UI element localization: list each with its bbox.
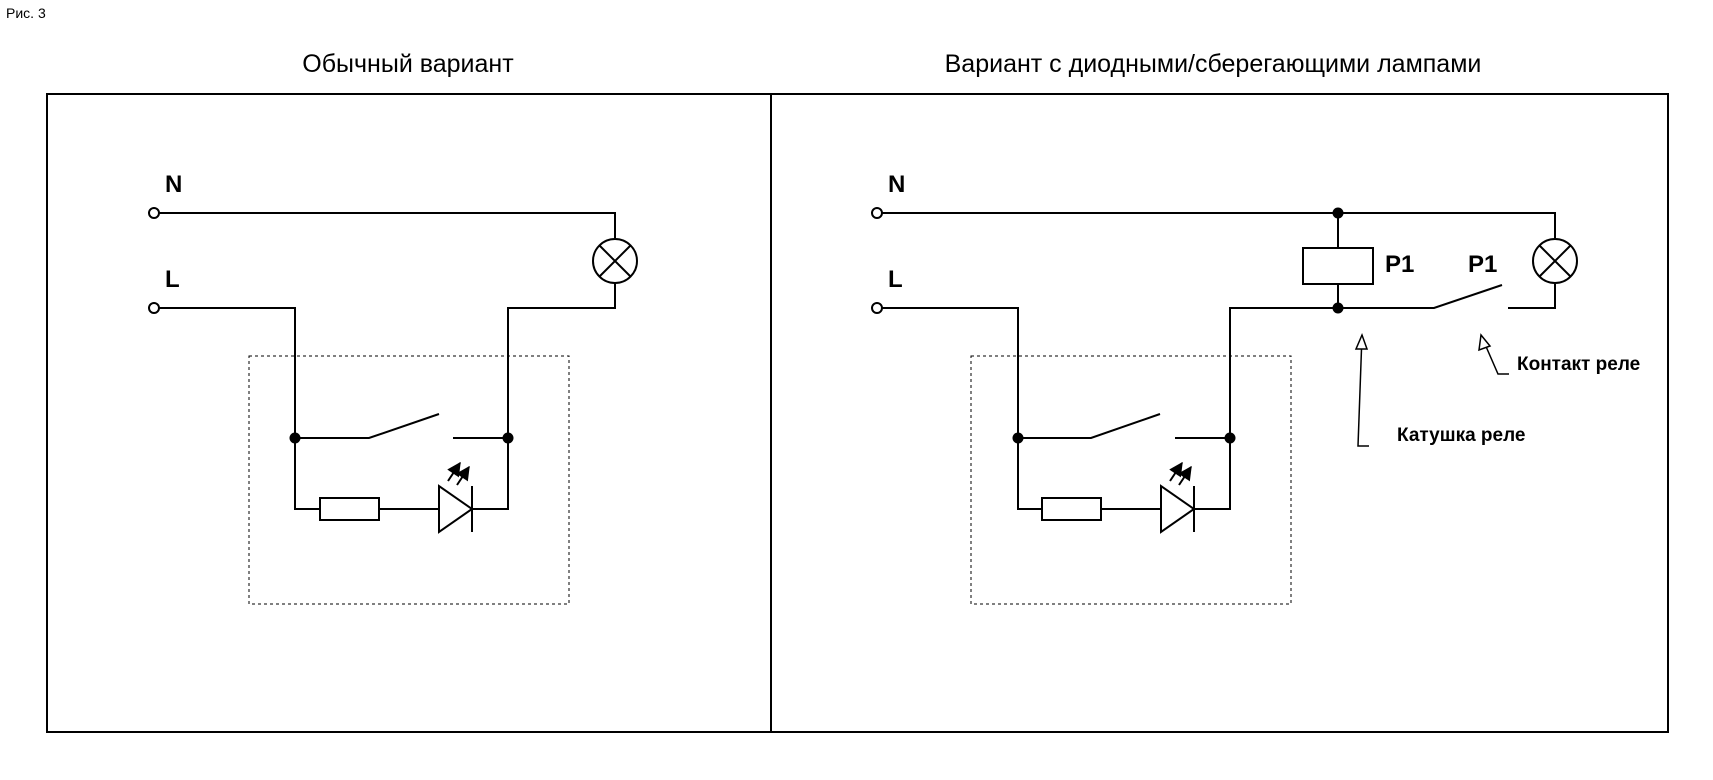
coil-annotation: Катушка реле	[1397, 425, 1526, 446]
switch-enclosure	[970, 355, 1292, 605]
indicator-wire	[1194, 438, 1231, 510]
relay-contact-label: P1	[1468, 251, 1497, 278]
terminal-n-label: N	[165, 171, 182, 198]
line-wire	[882, 307, 1019, 438]
terminal-l-label: L	[888, 266, 903, 293]
indicator-wire	[1017, 438, 1042, 510]
contact-annotation: Контакт реле	[1517, 354, 1640, 375]
lamp-return-wire	[507, 283, 616, 438]
contact-pointer-arrow-icon	[1478, 333, 1509, 375]
switch-blade	[1018, 413, 1161, 439]
right-panel-title: Вариант с диодными/сберегающими лампами	[945, 50, 1482, 78]
switch-enclosure	[248, 355, 570, 605]
figure-label: Рис. 3	[6, 5, 46, 21]
relay-coil-label: P1	[1385, 251, 1414, 278]
terminal-n	[148, 207, 160, 219]
terminal-n	[871, 207, 883, 219]
terminal-l	[148, 302, 160, 314]
indicator-wire	[472, 438, 509, 510]
left-circuit: N L	[148, 171, 638, 605]
resistor-icon	[1041, 497, 1102, 521]
resistor-icon	[319, 497, 380, 521]
relay-contact-blade	[1338, 284, 1503, 309]
terminal-l-label: L	[165, 266, 180, 293]
right-circuit: N L P1 P1	[871, 171, 1640, 605]
line-wire	[159, 307, 296, 438]
neutral-wire	[882, 212, 1556, 238]
lamp-icon	[1532, 238, 1578, 284]
switch-return-wire	[1229, 307, 1338, 438]
terminal-n-label: N	[888, 171, 905, 198]
relay-coil-icon	[1302, 247, 1374, 285]
left-panel-title: Обычный вариант	[302, 50, 514, 78]
neutral-wire	[159, 212, 616, 238]
right-panel-frame	[770, 93, 1669, 733]
terminal-l	[871, 302, 883, 314]
coil-pointer-arrow-icon	[1354, 332, 1369, 447]
switch-blade	[295, 413, 440, 439]
lamp-icon	[592, 238, 638, 284]
led-icon	[438, 461, 474, 534]
indicator-wire	[294, 438, 320, 510]
relay-contact-fixed	[1508, 284, 1556, 309]
left-panel-frame	[46, 93, 772, 733]
led-icon	[1160, 461, 1196, 534]
